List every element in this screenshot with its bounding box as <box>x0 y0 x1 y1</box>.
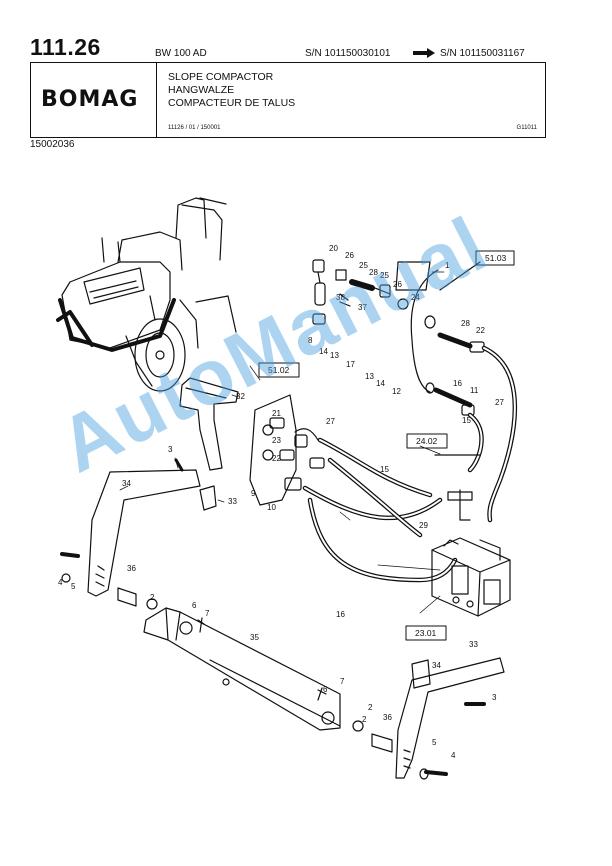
hoses <box>302 412 484 583</box>
leader-lines <box>119 271 445 614</box>
callout: 34 <box>432 661 441 670</box>
ref-label: 24.02 <box>416 436 438 446</box>
callout: 3 <box>492 693 497 702</box>
serial-to: S/N 101150031167 <box>440 48 525 59</box>
callout: 24 <box>411 293 420 302</box>
callout: 15 <box>380 465 389 474</box>
drawing-code-right: G11011 <box>516 125 537 131</box>
callout: 5 <box>432 738 437 747</box>
callout: 26 <box>345 251 354 260</box>
callout: 5 <box>71 582 76 591</box>
callout: 1 <box>445 261 450 270</box>
callout: 14 <box>319 347 328 356</box>
callout: 28 <box>461 319 470 328</box>
callout: 37 <box>358 303 367 312</box>
title-divider <box>156 63 158 137</box>
callout: 4 <box>451 751 456 760</box>
callout: 36 <box>383 713 392 722</box>
callout: 32 <box>236 392 245 401</box>
callout: 16 <box>453 379 462 388</box>
callout: 2 <box>368 703 373 712</box>
callout: 25 <box>380 271 389 280</box>
callout: 38 <box>336 293 345 302</box>
ref-box-24-02 <box>406 433 448 449</box>
callout: 14 <box>376 379 385 388</box>
page-number: 111.26 <box>30 34 101 60</box>
axle-beam <box>117 587 341 731</box>
callout: 36 <box>127 564 136 573</box>
callout: 10 <box>267 503 276 512</box>
callout: 35 <box>250 633 259 642</box>
callout-numbers: 1 20 26 25 28 25 26 24 38 37 8 14 13 17 … <box>58 244 504 760</box>
callout: 4 <box>58 578 63 587</box>
callout: 21 <box>272 409 281 418</box>
callout: 23 <box>272 436 281 445</box>
callout: 9 <box>251 489 256 498</box>
callout: 33 <box>228 497 237 506</box>
callout: 12 <box>392 387 401 396</box>
valve-plate <box>249 394 325 506</box>
ref-label: 51.02 <box>268 365 290 375</box>
title-block: BOMAG SLOPE COMPACTOR HANGWALZE COMPACTE… <box>30 62 546 138</box>
callout: 27 <box>326 417 335 426</box>
fittings-upper <box>312 259 431 325</box>
serial-from: S/N 101150030101 <box>305 48 391 59</box>
callout: 28 <box>369 268 378 277</box>
ref-label: 51.03 <box>485 253 507 263</box>
callout: 13 <box>330 351 339 360</box>
callout: 22 <box>272 454 281 463</box>
callout: 20 <box>329 244 338 253</box>
document-number: 15002036 <box>30 139 75 150</box>
callout: 7 <box>205 609 210 618</box>
title-english: SLOPE COMPACTOR <box>168 71 274 83</box>
callout: 3 <box>168 445 173 454</box>
callout: 2 <box>362 715 367 724</box>
callout: 17 <box>346 360 355 369</box>
callout: 22 <box>476 326 485 335</box>
ref-label: 23.01 <box>415 628 437 638</box>
ref-box-51-02 <box>258 362 300 378</box>
left-arm <box>87 458 217 597</box>
machine-sketch <box>56 197 237 392</box>
callout: 27 <box>495 398 504 407</box>
model-label: BW 100 AD <box>155 48 207 59</box>
hydraulic-block <box>431 537 511 617</box>
arrow-right-icon <box>413 48 435 58</box>
ref-box-51-03 <box>475 250 515 266</box>
fittings-right <box>424 315 485 416</box>
callout: 15 <box>462 416 471 425</box>
brand-logo: BOMAG <box>41 87 139 112</box>
title-german: HANGWALZE <box>168 84 235 96</box>
callout: 13 <box>365 372 374 381</box>
callout: 11 <box>470 386 479 395</box>
callout: 29 <box>419 521 428 530</box>
callout: 33 <box>469 640 478 649</box>
callout: 2 <box>150 593 155 602</box>
callout: 25 <box>359 261 368 270</box>
callout: 6 <box>323 685 328 694</box>
callout: 16 <box>336 610 345 619</box>
right-arm <box>317 657 505 780</box>
reference-boxes <box>258 250 515 641</box>
drawing-code: 11126 / 01 / 150001 <box>168 125 221 131</box>
reference-box-labels: 51.03 51.02 24.02 23.01 <box>268 253 507 638</box>
callout: 34 <box>122 479 131 488</box>
callout: 8 <box>308 336 313 345</box>
ref-box-23-01 <box>405 625 447 641</box>
callout: 7 <box>340 677 345 686</box>
callout: 26 <box>393 280 402 289</box>
title-french: COMPACTEUR DE TALUS <box>168 97 296 109</box>
callout: 6 <box>192 601 197 610</box>
